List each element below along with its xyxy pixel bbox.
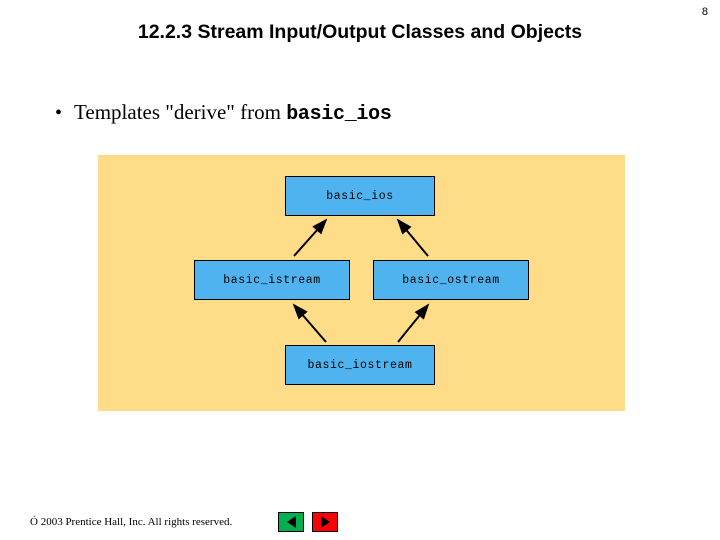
previous-slide-button[interactable] xyxy=(278,512,304,532)
triangle-right-icon xyxy=(320,516,330,528)
edge-iostream-to-ostream xyxy=(397,303,430,343)
edge-iostream-to-istream xyxy=(292,303,327,343)
bullet-item: • Templates "derive" from basic_ios xyxy=(55,100,675,126)
edge-istream-to-ios xyxy=(293,218,328,257)
node-basic-ostream: basic_ostream xyxy=(373,260,529,300)
triangle-left-icon xyxy=(286,516,296,528)
navigation-buttons xyxy=(278,512,338,532)
bullet-marker: • xyxy=(55,102,63,124)
node-basic-iostream: basic_iostream xyxy=(285,345,435,385)
node-basic-istream: basic_istream xyxy=(194,260,350,300)
footer-copyright: Ó 2003 Prentice Hall, Inc. All rights re… xyxy=(30,516,233,528)
bullet-code-basic-ios: basic_ios xyxy=(286,103,392,126)
page-title: 12.2.3 Stream Input/Output Classes and O… xyxy=(137,21,583,43)
node-basic-ios: basic_ios xyxy=(285,176,435,216)
bullet-text-plain: Templates "derive" from xyxy=(74,100,287,124)
page-number: 8 xyxy=(701,6,708,18)
next-slide-button[interactable] xyxy=(312,512,338,532)
bullet-text: Templates "derive" from basic_ios xyxy=(74,100,392,126)
class-hierarchy-diagram: basic_ios basic_istream basic_ostream ba… xyxy=(98,155,625,411)
edge-ostream-to-ios xyxy=(396,218,429,257)
